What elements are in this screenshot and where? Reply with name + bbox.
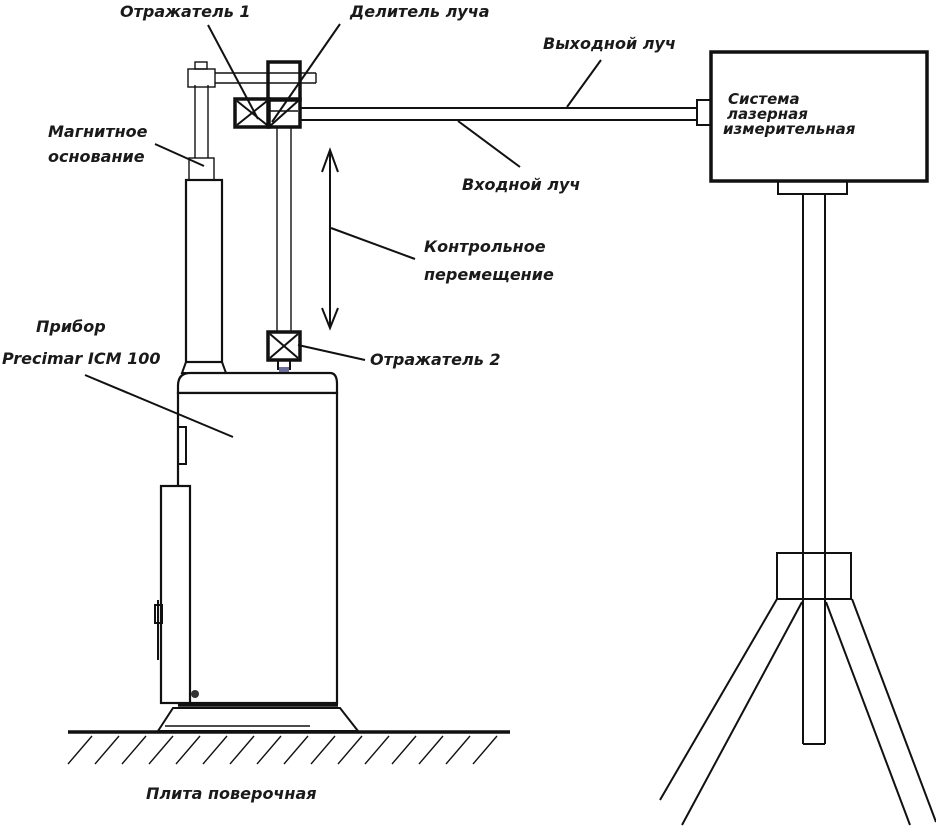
leader-output-beam (566, 59, 602, 108)
control-movement-arrow (321, 147, 339, 331)
label-input-beam: Входной луч (462, 175, 580, 194)
beam-splitter (266, 60, 302, 129)
hatch-line (67, 735, 93, 765)
hatch-line (256, 735, 282, 765)
leader-lines (84, 23, 602, 438)
hatch-line (283, 735, 309, 765)
surface-plate (67, 730, 510, 765)
label-surface-plate: Плита поверочная (146, 784, 317, 803)
label-laser-system-2: лазерная (727, 105, 808, 123)
instrument-body (154, 371, 339, 705)
hatch-line (121, 735, 147, 765)
magnetic-base-column (180, 61, 317, 374)
laser-beams (300, 107, 698, 121)
label-beam-splitter: Делитель луча (349, 2, 490, 21)
hatch-line (94, 735, 120, 765)
leader-instrument (84, 374, 234, 438)
label-instrument-1: Прибор (36, 317, 106, 336)
leader-input-beam (457, 120, 521, 168)
label-control-movement-2: перемещение (424, 265, 554, 284)
reflector-1 (233, 97, 271, 129)
label-reflector-1: Отражатель 1 (120, 2, 251, 21)
hatch-line (391, 735, 417, 765)
hatch-line (175, 735, 201, 765)
leader-reflector-1-line (207, 24, 259, 120)
label-control-movement-1: Контрольное (424, 237, 546, 256)
hatch-line (445, 735, 471, 765)
leader-control-movement (330, 227, 416, 260)
hatch-line (418, 735, 444, 765)
label-magnetic-base-2: основание (48, 147, 145, 166)
hatch-line (202, 735, 228, 765)
leader-magnetic-base (154, 143, 205, 167)
label-magnetic-base-1: Магнитное (48, 122, 148, 141)
hatch-line (148, 735, 174, 765)
hatch-line (364, 735, 390, 765)
magnetic-base-block (188, 157, 215, 181)
label-instrument-2: Precimar ICM 100 (2, 349, 160, 368)
tripod (659, 180, 936, 826)
leader-beam-splitter (271, 23, 341, 123)
reflector-2 (266, 330, 302, 372)
ground-hatching (67, 735, 498, 765)
hatch-line (472, 735, 498, 765)
label-reflector-2: Отражатель 2 (370, 350, 501, 369)
label-laser-system-1: Система (728, 90, 800, 108)
label-output-beam: Выходной луч (543, 34, 676, 53)
hatch-line (229, 735, 255, 765)
label-laser-system-3: измерительная (723, 120, 856, 138)
instrument-base-pad (156, 703, 361, 732)
laser-aperture (696, 99, 712, 126)
leader-reflector-2 (297, 344, 366, 361)
probe-rod (276, 127, 292, 332)
hatch-line (337, 735, 363, 765)
hatch-line (310, 735, 336, 765)
